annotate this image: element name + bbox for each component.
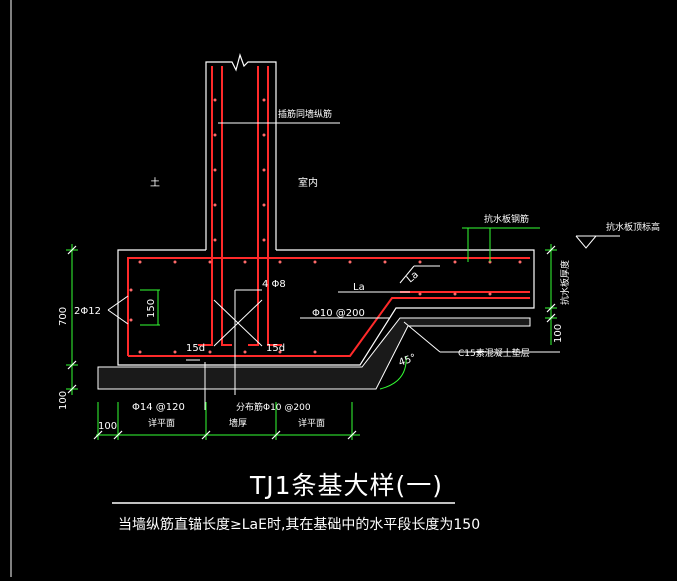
dimension-ticks [67,245,556,440]
wall-outline [117,53,535,366]
rebar-lines [127,66,530,357]
label-see-plan-left: 详平面 [148,417,175,429]
angle-arc [379,355,407,390]
label-15d-left: 15d [186,343,205,354]
label-15d-right: 15d [266,343,285,354]
label-anti-water-slab-bars: 抗水板钢筋 [484,213,529,225]
label-dim-150: 150 [146,299,157,318]
cushion-layer [97,317,531,390]
x-bars [213,289,263,395]
leader-lines [107,122,620,410]
label-phi10-200: Φ10 @200 [312,308,365,319]
label-dim-100-bottom: 100 [98,421,117,432]
label-wall-bars: 插筋同墙纵筋 [278,108,332,120]
label-soil: 土 [150,176,160,189]
label-c15-cushion: C15素混凝土垫层 [458,347,530,359]
label-wall-thickness: 墙厚 [229,417,247,429]
label-angle: 45° [397,352,417,368]
label-anti-water-slab-thickness: 抗水板厚度 [559,260,571,305]
label-dim-700: 700 [58,307,69,326]
rebar-dots [129,98,522,354]
label-dim-100-left: 100 [58,391,69,410]
label-indoor: 室内 [298,176,318,189]
label-la-slope: La [405,269,421,285]
dimension-lines [66,227,557,440]
label-dim-100-right: 100 [553,324,564,343]
label-anti-water-slab-elevation: 抗水板顶标高 [606,221,660,233]
drawing-title: TJ1条基大样(一) [249,471,443,500]
label-distribution-bars: 分布筋Φ10 @200 [236,401,311,413]
label-four-phi8: 4 Φ8 [262,279,286,290]
label-phi14-120: Φ14 @120 [132,402,185,413]
label-see-plan-right: 详平面 [298,417,325,429]
label-la-top: La [353,282,365,293]
drawing-note: 当墙纵筋直锚长度≥LaE时,其在基础中的水平段长度为150 [118,516,480,533]
label-two-phi12: 2Φ12 [74,306,101,317]
